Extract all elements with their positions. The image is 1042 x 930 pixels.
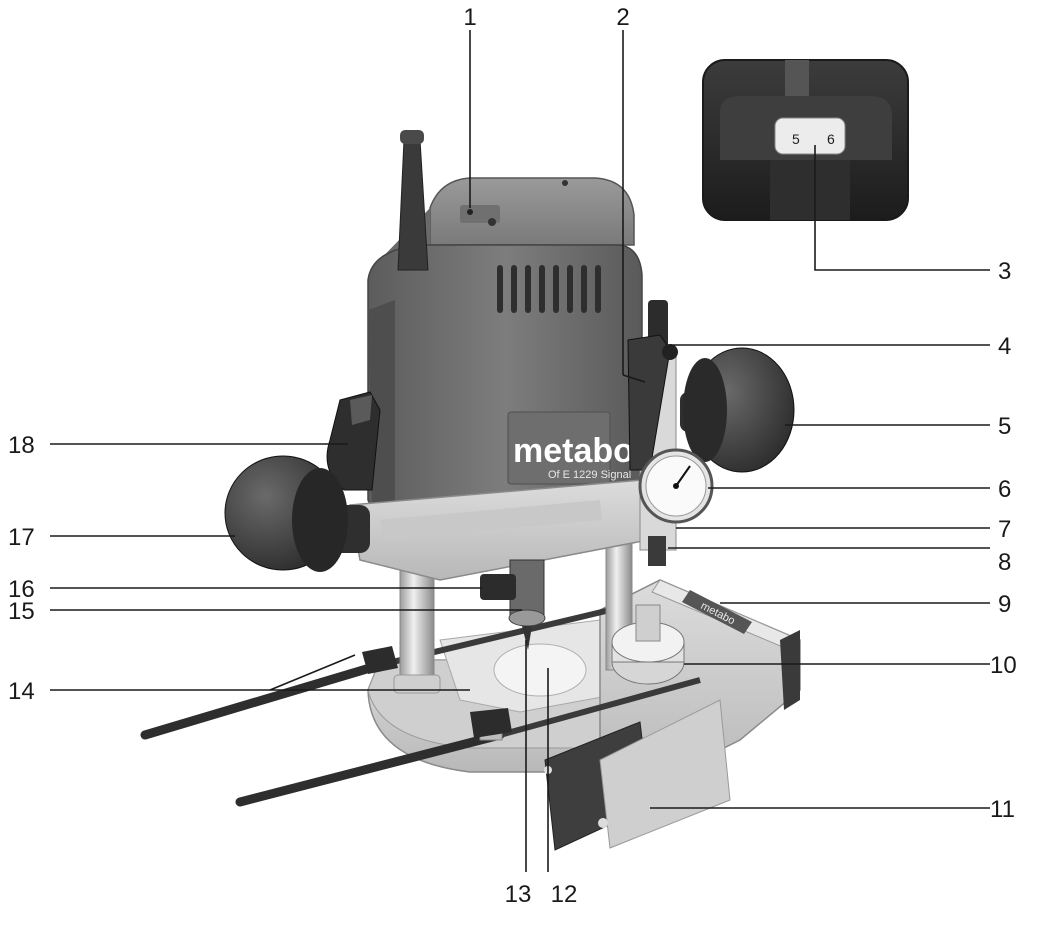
brand-logo: metabo bbox=[513, 432, 634, 470]
leader-2-h bbox=[622, 374, 646, 383]
callout-17: 17 bbox=[8, 524, 35, 551]
callout-8: 8 bbox=[998, 549, 1011, 576]
callout-3: 3 bbox=[998, 258, 1011, 285]
callout-1: 1 bbox=[463, 4, 476, 31]
callout-15: 15 bbox=[8, 598, 35, 625]
callout-18: 18 bbox=[8, 432, 35, 459]
dial-number-6: 6 bbox=[827, 131, 835, 147]
spindle-collet bbox=[480, 559, 546, 650]
callout-12: 12 bbox=[551, 881, 578, 908]
brand-plate: metabo Of E 1229 Signal bbox=[507, 411, 634, 485]
right-handle-knob bbox=[680, 347, 795, 473]
callout-16: 16 bbox=[8, 576, 35, 603]
callout-7: 7 bbox=[998, 516, 1011, 543]
speed-dial-inset: 5 6 bbox=[702, 59, 909, 221]
callout-13: 13 bbox=[505, 881, 532, 908]
callout-5: 5 bbox=[998, 413, 1011, 440]
clamp-knobs bbox=[362, 646, 512, 738]
callout-labels: 1 2 3 4 5 6 7 8 9 10 11 12 13 14 15 16 1… bbox=[8, 4, 1017, 908]
callout-10: 10 bbox=[990, 652, 1017, 679]
vent-slots bbox=[497, 265, 601, 313]
left-handle-knob bbox=[224, 455, 370, 572]
dial-number-5: 5 bbox=[792, 131, 800, 147]
parallel-guide: metabo bbox=[544, 579, 801, 851]
fine-adjust-knob bbox=[611, 604, 685, 685]
leader-3 bbox=[814, 145, 990, 271]
callout-4: 4 bbox=[998, 333, 1011, 360]
model-label: Of E 1229 Signal bbox=[548, 469, 631, 481]
callout-11: 11 bbox=[990, 796, 1015, 823]
trigger-switch bbox=[326, 391, 381, 491]
callout-9: 9 bbox=[998, 591, 1011, 618]
cable-sleeve bbox=[397, 130, 429, 271]
callout-14: 14 bbox=[8, 678, 35, 705]
leader-14-upper bbox=[269, 654, 356, 691]
callout-2: 2 bbox=[616, 4, 629, 31]
leader-lines bbox=[50, 30, 990, 872]
depth-stop bbox=[627, 300, 714, 566]
callout-6: 6 bbox=[998, 476, 1011, 503]
